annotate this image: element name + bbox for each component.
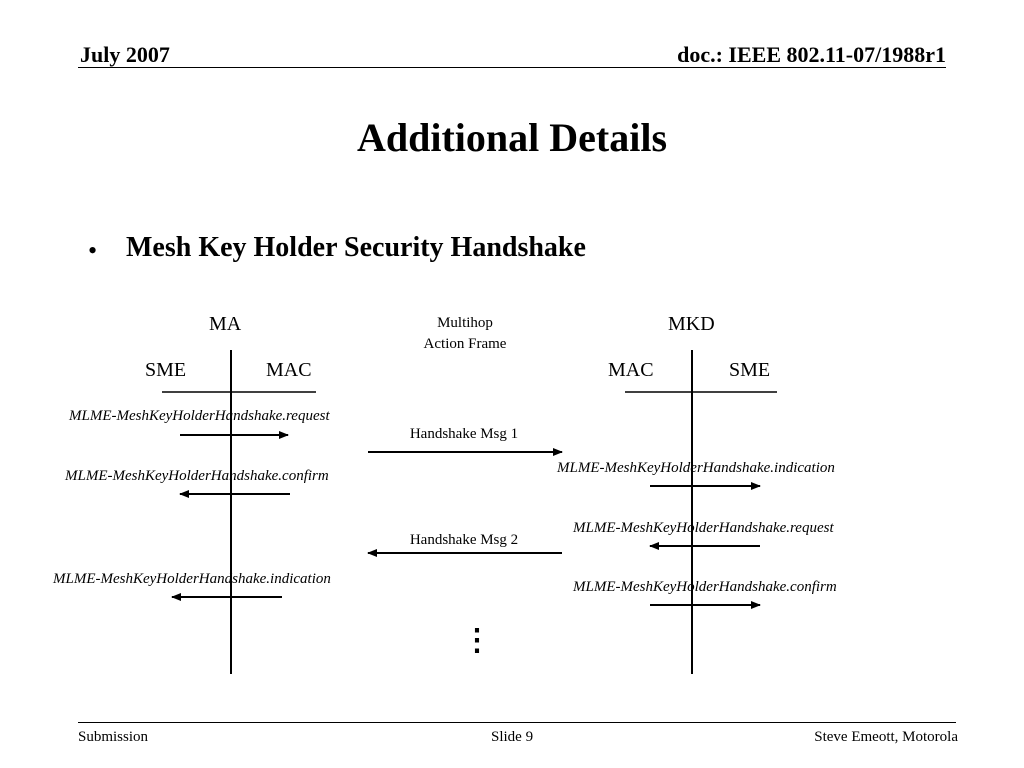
right-sme-label: SME bbox=[729, 359, 771, 381]
bullet-marker: • bbox=[88, 236, 98, 265]
footer-slide-number: Slide 9 bbox=[491, 729, 534, 745]
slide-title: Additional Details bbox=[356, 115, 668, 160]
continuation-ellipsis: ⋮ bbox=[462, 624, 492, 657]
footer-submission: Submission bbox=[78, 729, 149, 745]
header-date: July 2007 bbox=[80, 42, 170, 67]
right-mac-label: MAC bbox=[608, 359, 654, 381]
header-rule bbox=[78, 67, 946, 68]
header-doc-id: doc.: IEEE 802.11-07/1988r1 bbox=[677, 42, 946, 67]
left-primitive-indication: MLME-MeshKeyHolderHandshake.indication bbox=[53, 571, 331, 587]
channel-label-line1: Multihop bbox=[437, 315, 493, 331]
left-primitive-request: MLME-MeshKeyHolderHandshake.request bbox=[69, 408, 330, 424]
left-sme-label: SME bbox=[145, 359, 187, 381]
left-primitive-confirm: MLME-MeshKeyHolderHandshake.confirm bbox=[65, 468, 329, 484]
footer-author: Steve Emeott, Motorola bbox=[814, 729, 958, 745]
handshake-msg2-label: Handshake Msg 2 bbox=[409, 532, 519, 548]
footer-rule bbox=[78, 722, 956, 723]
right-primitive-indication: MLME-MeshKeyHolderHandshake.indication bbox=[557, 460, 835, 476]
left-mac-label: MAC bbox=[266, 359, 312, 381]
right-primitive-confirm: MLME-MeshKeyHolderHandshake.confirm bbox=[573, 579, 837, 595]
handshake-msg1-label: Handshake Msg 1 bbox=[409, 426, 519, 442]
right-primitive-request: MLME-MeshKeyHolderHandshake.request bbox=[573, 520, 834, 536]
left-entity-label: MA bbox=[209, 313, 242, 335]
bullet-text: Mesh Key Holder Security Handshake bbox=[126, 232, 586, 263]
right-entity-label: MKD bbox=[668, 313, 715, 335]
channel-label-line2: Action Frame bbox=[423, 336, 507, 352]
